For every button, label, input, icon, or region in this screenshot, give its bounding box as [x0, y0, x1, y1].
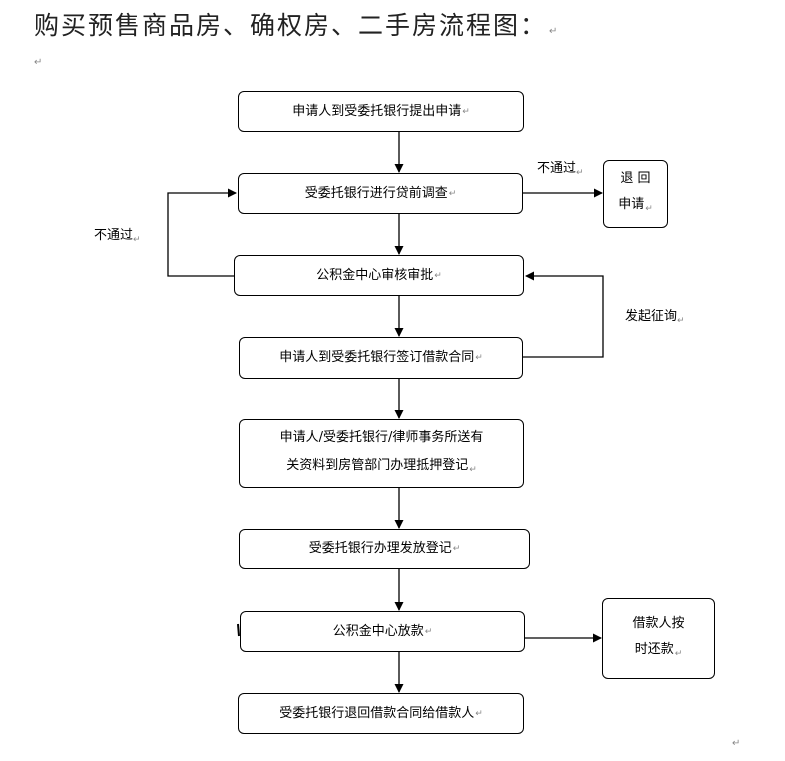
step1-label: 申请人到受委托银行提出申请	[292, 103, 462, 119]
tick-mark	[237, 623, 240, 637]
step6-label: 受委托银行办理发放登记	[308, 541, 452, 556]
step5-label-line2: 关资料到房管部门办理抵押登记	[286, 457, 469, 473]
repay-label-line1: 借款人按	[632, 615, 685, 631]
step3-label: 公积金中心审核审批	[316, 267, 434, 283]
step5-box: 申请人/受委托银行/律师事务所送有 关资料到房管部门办理抵押登记↵	[239, 419, 524, 488]
step6-box: 受委托银行办理发放登记↵	[239, 529, 530, 569]
paragraph-mark: ↵	[34, 57, 43, 68]
return-box: 退 回 申请↵	[603, 160, 668, 228]
page-title: 购买预售商品房、确权房、二手房流程图：↵	[34, 11, 560, 40]
step4-box: 申请人到受委托银行签订借款合同↵	[239, 337, 523, 379]
step8-box: 受委托银行退回借款合同给借款人↵	[238, 693, 524, 734]
return-label-line1: 退 回	[620, 171, 651, 186]
arrow-step3-loop-step2	[167, 188, 237, 277]
step3-box: 公积金中心审核审批↵	[234, 255, 524, 296]
paragraph-mark: ↵	[549, 26, 560, 37]
step7-box: 公积金中心放款↵	[240, 611, 525, 652]
arrow-step4-loop-step3	[523, 271, 604, 358]
repay-label-line2: 时还款	[634, 641, 674, 657]
edge-label-inquiry: 发起征询↵	[625, 309, 685, 326]
step5-label-line1: 申请人/受委托银行/律师事务所送有	[279, 429, 484, 445]
repay-box: 借款人按 时还款↵	[602, 598, 715, 679]
step1-box: 申请人到受委托银行提出申请↵	[238, 91, 524, 132]
step8-label: 受委托银行退回借款合同给借款人	[279, 705, 475, 721]
step4-label: 申请人到受委托银行签订借款合同	[279, 350, 475, 365]
step2-label: 受委托银行进行贷前调查	[304, 185, 448, 201]
return-label-line2: 申请	[618, 197, 645, 212]
edge-label-fail-left: 不通过↵	[94, 228, 141, 245]
step2-box: 受委托银行进行贷前调查↵	[238, 173, 523, 214]
edge-label-fail-right: 不通过↵	[537, 161, 584, 178]
paragraph-mark: ↵	[732, 738, 741, 749]
step7-label: 公积金中心放款	[332, 623, 424, 639]
